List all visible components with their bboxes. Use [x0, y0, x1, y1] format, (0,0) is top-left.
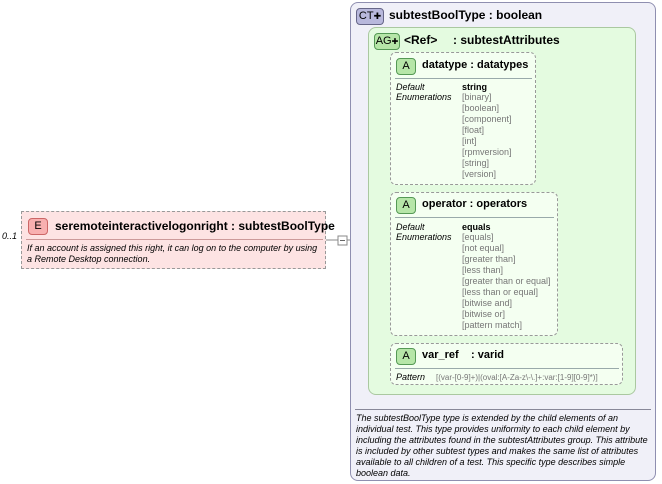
enumeration-item: [boolean] [462, 103, 500, 113]
enumerations-label: Enumerations [396, 92, 452, 102]
attribute-datatype[interactable]: A datatype : datatypes Default Enumerati… [390, 52, 536, 185]
enumeration-item: [component] [462, 114, 512, 124]
attribute-badge: A [396, 197, 416, 214]
default-value: string [462, 82, 488, 92]
element-box[interactable]: E seremoteinteractivelogonright : subtes… [21, 211, 335, 269]
attribute-badge: A [396, 58, 416, 75]
element-doc-line-1: If an account is assigned this right, it… [27, 243, 318, 253]
enumerations-label: Enumerations [396, 232, 452, 242]
complex-type-doc-line: individual test. This type provides unif… [356, 424, 630, 434]
enumeration-item: [equals] [462, 232, 494, 242]
enumeration-item: [greater than or equal] [462, 276, 551, 286]
enumeration-item: [bitwise or] [462, 309, 506, 319]
complex-type-doc-line: boolean data. [356, 468, 411, 478]
attribute-title: operator : operators [422, 198, 528, 210]
complex-type-divider [355, 409, 651, 410]
enumeration-item: [string] [462, 158, 490, 168]
enumeration-item: [version] [462, 169, 497, 179]
enumeration-item: [rpmversion] [462, 147, 512, 157]
attribute-group-ref: <Ref> [404, 33, 438, 47]
complex-type-doc-line: is included by other subtest types and m… [356, 446, 639, 456]
occurs-label: 0..1 [2, 231, 18, 241]
attribute-divider [395, 217, 554, 218]
attribute-var-ref[interactable]: A var_ref : varid Pattern [(var-[0-9]+)|… [390, 343, 623, 385]
complex-type-badge: CT✚ [356, 8, 384, 25]
pattern-value: [(var-[0-9]+)|(oval:[A-Za-z\-\.]+:var:[1… [436, 373, 598, 382]
attribute-title: datatype : datatypes [422, 59, 529, 71]
default-label: Default [396, 222, 425, 232]
attribute-divider [395, 78, 532, 79]
default-value: equals [462, 222, 491, 232]
enumeration-item: [bitwise and] [462, 298, 513, 308]
attribute-group-badge-label: AG [375, 35, 392, 47]
complex-type-title: subtestBoolType : boolean [389, 8, 543, 22]
plus-icon: ✚ [373, 11, 382, 21]
attribute-divider [395, 368, 619, 369]
complex-type-doc-line: including the attributes found in the su… [356, 435, 648, 445]
attribute-group-title: : subtestAttributes [453, 33, 560, 47]
attribute-title-name: var_ref [422, 349, 459, 361]
complex-type-doc: The subtestBoolType type is extended by … [356, 413, 648, 479]
attribute-group-badge: AG✚ [374, 33, 400, 50]
complex-type-doc-line: available to all children of a test. Thi… [356, 457, 626, 467]
default-label: Default [396, 82, 425, 92]
element-doc-line-2: a Remote Desktop connection. [27, 254, 151, 264]
enumeration-item: [pattern match] [462, 320, 523, 330]
attribute-operator[interactable]: A operator : operators Default Enumerati… [390, 192, 558, 336]
attribute-badge: A [396, 348, 416, 365]
enumeration-item: [less than or equal] [462, 287, 539, 297]
attribute-title-type: : varid [471, 349, 505, 361]
complex-type-badge-label: CT [358, 10, 374, 22]
enumeration-item: [binary] [462, 92, 492, 102]
enumeration-item: [float] [462, 125, 485, 135]
plus-icon: ✚ [391, 37, 399, 46]
enumeration-item: [less than] [462, 265, 504, 275]
enumeration-list: [equals] [not equal] [greater than] [les… [462, 232, 551, 331]
enumeration-item: [not equal] [462, 243, 505, 253]
element-divider [26, 239, 323, 240]
enumeration-item: [greater than] [462, 254, 516, 264]
enumeration-list: [binary] [boolean] [component] [float] [… [462, 92, 512, 180]
complex-type-doc-line: The subtestBoolType type is extended by … [356, 413, 618, 423]
element-badge: E [28, 218, 48, 235]
pattern-label: Pattern [396, 372, 426, 382]
enumeration-item: [int] [462, 136, 477, 146]
element-title: seremoteinteractivelogonright : subtestB… [55, 219, 335, 233]
